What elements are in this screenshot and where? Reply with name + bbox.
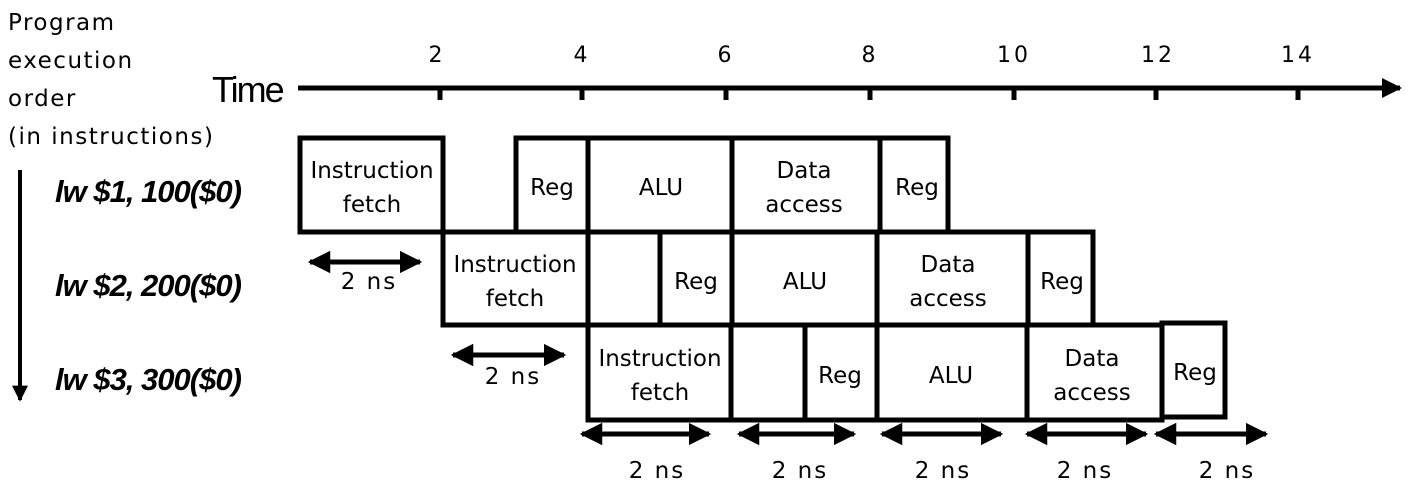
stage-box-mem-1 [729, 135, 883, 235]
pipeline-row-2 [440, 229, 1096, 328]
mem-text-3a: Data [1065, 346, 1120, 372]
if-text-1b: fetch [343, 192, 402, 218]
stage-box-mem-2 [877, 229, 1031, 328]
side-label-line-2: execution [8, 48, 134, 74]
reg-text-1-wb: Reg [895, 175, 939, 201]
if-text-3a: Instruction [598, 346, 721, 372]
duration-label-2: 2 ns [485, 364, 542, 390]
duration-label-6: 2 ns [1057, 458, 1114, 484]
time-ticks: 2 4 6 8 10 12 14 [429, 43, 1315, 100]
stage-box-reg-3 [802, 325, 877, 423]
duration-label-1: 2 ns [341, 269, 398, 295]
reg-text-3-wb: Reg [1173, 360, 1217, 386]
tick-label-12: 12 [1141, 43, 1175, 68]
if-text-2b: fetch [486, 286, 545, 312]
alu-text-1: ALU [639, 175, 683, 201]
mem-text-2a: Data [921, 252, 976, 278]
side-label-line-3: order [8, 86, 77, 112]
duration-label-3: 2 ns [629, 458, 686, 484]
instruction-label-1: lw $1, 100($0) [55, 174, 242, 209]
time-label: Time [212, 69, 284, 110]
tick-label-2: 2 [429, 43, 446, 68]
execution-order-label: Program execution order (in instructions… [8, 10, 214, 150]
mem-text-1a: Data [777, 158, 832, 184]
stage-box-wb-2 [1028, 229, 1096, 328]
if-text-3b: fetch [631, 380, 690, 406]
instruction-label-3: lw $3, 300($0) [55, 362, 242, 397]
reg-text-2-wb: Reg [1040, 269, 1084, 295]
duration-label-7: 2 ns [1199, 458, 1256, 484]
reg-text-3: Reg [818, 363, 862, 389]
alu-text-2: ALU [783, 269, 827, 295]
reg-text-2: Reg [674, 269, 718, 295]
alu-text-3: ALU [929, 363, 973, 389]
mem-text-2b: access [909, 286, 987, 312]
side-label-line-4: (in instructions) [8, 124, 214, 150]
stage-box-alu-3 [874, 325, 1030, 423]
stage-box-wb-3 [1159, 320, 1228, 420]
stage-box-if-1 [297, 135, 446, 235]
stage-box-if-2 [440, 232, 591, 328]
instruction-label-2: lw $2, 200($0) [55, 268, 242, 303]
stage-box-if-3 [585, 325, 734, 423]
tick-label-8: 8 [862, 43, 879, 68]
tick-label-4: 4 [574, 43, 591, 68]
if-text-1a: Instruction [310, 158, 433, 184]
tick-label-14: 14 [1281, 43, 1315, 68]
stage-box-reg-2 [657, 232, 735, 328]
pipeline-row-3 [585, 320, 1228, 423]
mem-text-1b: access [765, 192, 843, 218]
stage-box-mem-3 [1027, 322, 1165, 423]
tick-label-6: 6 [718, 43, 735, 68]
tick-label-10: 10 [997, 43, 1031, 68]
reg-text-1: Reg [530, 175, 574, 201]
side-label-line-1: Program [8, 10, 116, 36]
duration-label-5: 2 ns [915, 458, 972, 484]
duration-label-4: 2 ns [772, 458, 829, 484]
if-text-2a: Instruction [453, 252, 576, 278]
mem-text-3b: access [1053, 380, 1131, 406]
